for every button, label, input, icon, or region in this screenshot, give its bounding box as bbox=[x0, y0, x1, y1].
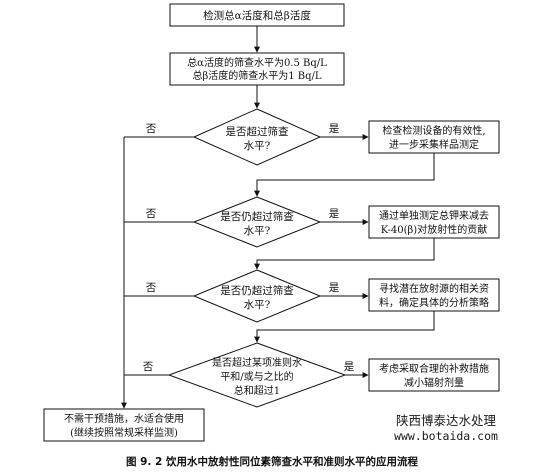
decision1-diamond bbox=[192, 108, 322, 166]
yes2-label: 是 bbox=[329, 208, 340, 220]
threshold-box bbox=[169, 52, 345, 86]
decision3-line1: 是否仍超过筛查 bbox=[220, 284, 294, 297]
decision1-line1: 是否超过筛查 bbox=[226, 125, 289, 138]
decision2-diamond bbox=[192, 196, 322, 248]
watermark-name: 陕西博泰达水处理 bbox=[396, 413, 497, 428]
figure-caption: 图 9. 2 饮用水中放射性同位素筛查水平和准则水平的应用流程 bbox=[126, 455, 419, 468]
end-line2: (继续按照常规采样监测) bbox=[70, 426, 178, 439]
decision4-line3: 总和超过1 bbox=[234, 384, 280, 397]
no4-label: 否 bbox=[143, 361, 154, 373]
yes1-label: 是 bbox=[329, 123, 340, 135]
action1-line2: 进一步采集样品测定 bbox=[389, 138, 479, 151]
watermark-url: www.botaida.com bbox=[394, 429, 498, 443]
threshold-line2: 总β活度的筛查水平为1 Bq/L bbox=[192, 69, 321, 82]
end-box bbox=[43, 408, 205, 442]
no1-label: 否 bbox=[146, 123, 157, 135]
decision3-diamond bbox=[192, 269, 322, 323]
yes4-label: 是 bbox=[344, 361, 355, 373]
decision4-line1: 是否超过某项准则水 bbox=[212, 356, 302, 369]
action3-line1: 寻找潜在放射源的相关资 bbox=[379, 282, 489, 295]
decision4-line2: 平和/或与之比的 bbox=[220, 370, 293, 383]
action2-line2: K-40(β)对放射性的贡献 bbox=[381, 223, 487, 236]
start-text: 检测总α活度和总β活度 bbox=[203, 9, 311, 22]
action4-line2: 减小辐射剂量 bbox=[404, 376, 464, 389]
action1-line1: 检查检测设备的有效性, bbox=[382, 124, 485, 137]
arrow-action3-decision4 bbox=[254, 311, 435, 343]
end-line1: 不需干预措施，水适合使用 bbox=[64, 412, 184, 425]
action3-line2: 料，确定具体的分析策略 bbox=[379, 296, 489, 309]
action4-box bbox=[368, 358, 500, 392]
action4-line1: 考虑采取合理的补救措施 bbox=[379, 362, 489, 375]
no2-label: 否 bbox=[146, 208, 157, 220]
action3-box bbox=[368, 278, 500, 312]
decision2-line1: 是否仍超过筛查 bbox=[220, 210, 294, 223]
threshold-line1: 总α活度的筛查水平为0.5 Bq/L bbox=[187, 56, 327, 69]
action1-box bbox=[368, 120, 500, 154]
decision4-diamond bbox=[167, 342, 347, 408]
decision3-line2: 水平? bbox=[244, 299, 271, 311]
arrow-action1-decision2 bbox=[254, 153, 435, 197]
arrow-action2-decision3 bbox=[254, 238, 435, 270]
decision1-line2: 水平? bbox=[244, 140, 271, 152]
no3-label: 否 bbox=[146, 282, 157, 294]
yes3-label: 是 bbox=[329, 282, 340, 294]
decision2-line2: 水平? bbox=[244, 225, 271, 237]
action2-line1: 通过单独测定总钾来减去 bbox=[379, 209, 489, 222]
